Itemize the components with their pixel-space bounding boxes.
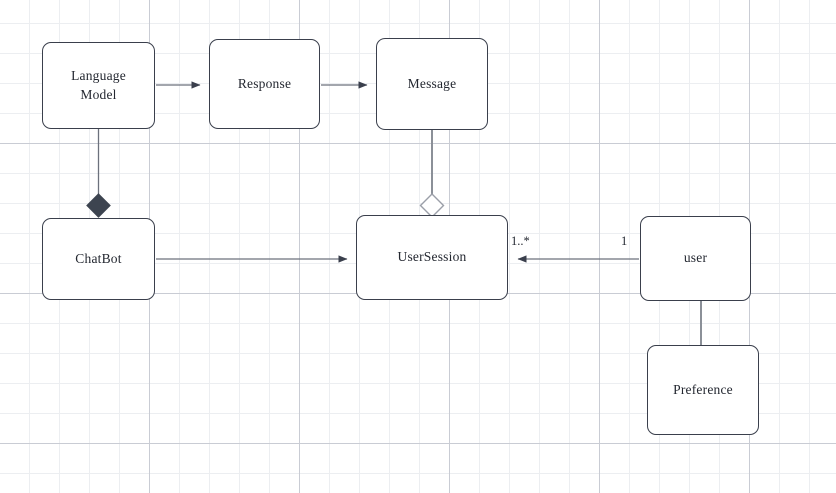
node-label-line-2: Model <box>80 86 117 102</box>
node-response[interactable]: Response <box>209 39 320 129</box>
node-user-label: user <box>683 250 708 266</box>
node-preference-label: Preference <box>673 381 733 397</box>
node-language-model[interactable]: Language Model <box>42 42 155 129</box>
node-language-model-label: Language Model <box>71 67 126 103</box>
node-message-label: Message <box>407 75 457 91</box>
multiplicity-label-user-session: 1..* <box>511 234 530 248</box>
node-response-label: Response <box>237 75 292 91</box>
node-preference[interactable]: Preference <box>647 345 759 435</box>
node-label-line-1: Language <box>71 68 126 84</box>
node-chatbot[interactable]: ChatBot <box>42 218 155 300</box>
node-user-session[interactable]: UserSession <box>356 215 508 300</box>
node-user-session-label: UserSession <box>397 249 467 265</box>
edge-message-user-session <box>419 130 445 218</box>
node-message[interactable]: Message <box>376 38 488 130</box>
hollow-diamond-icon <box>419 193 445 218</box>
edge-language-model-chatbot <box>86 129 111 218</box>
node-chatbot-label: ChatBot <box>75 250 122 266</box>
filled-diamond-icon <box>86 193 111 218</box>
multiplicity-label-user: 1 <box>621 234 628 248</box>
node-user[interactable]: user <box>640 216 751 301</box>
